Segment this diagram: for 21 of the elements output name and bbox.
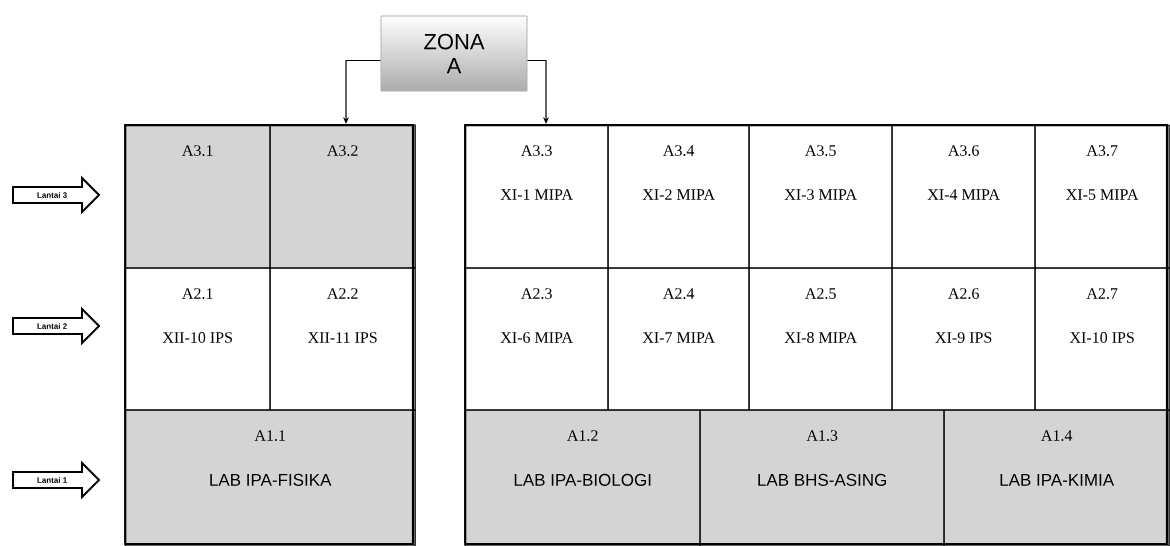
room-cell: A3.4 XI-2 MIPA (607, 124, 750, 269)
room-cell: A3.5 XI-3 MIPA (748, 124, 893, 269)
zone-box: ZONA A (380, 15, 528, 92)
room-cell: A2.4 XI-7 MIPA (607, 267, 750, 411)
room-cell: A1.2 LAB IPA-BIOLOGI (464, 409, 701, 546)
room-cell: A1.3 LAB BHS-ASING (699, 409, 945, 546)
room-cell: A3.7 XI-5 MIPA (1034, 124, 1170, 269)
room-cell: A1.1 LAB IPA-FISIKA (124, 409, 416, 546)
room-cell: A1.4 LAB IPA-KIMIA (943, 409, 1170, 546)
room-cell: A2.2 XII-11 IPS (269, 267, 416, 411)
room-cell: A3.3 XI-1 MIPA (464, 124, 609, 269)
room-cell: A2.7 XI-10 IPS (1034, 267, 1170, 411)
room-cell: A2.3 XI-6 MIPA (464, 267, 609, 411)
room-cell: A2.6 XI-9 IPS (891, 267, 1036, 411)
room-cell: A3.6 XI-4 MIPA (891, 124, 1036, 269)
room-cell: A2.1 XII-10 IPS (124, 267, 271, 411)
room-cell: A3.1 (124, 124, 271, 269)
room-cell: A2.5 XI-8 MIPA (748, 267, 893, 411)
building-block (464, 124, 1169, 546)
building-block (124, 124, 415, 546)
room-cell: A3.2 (269, 124, 416, 269)
